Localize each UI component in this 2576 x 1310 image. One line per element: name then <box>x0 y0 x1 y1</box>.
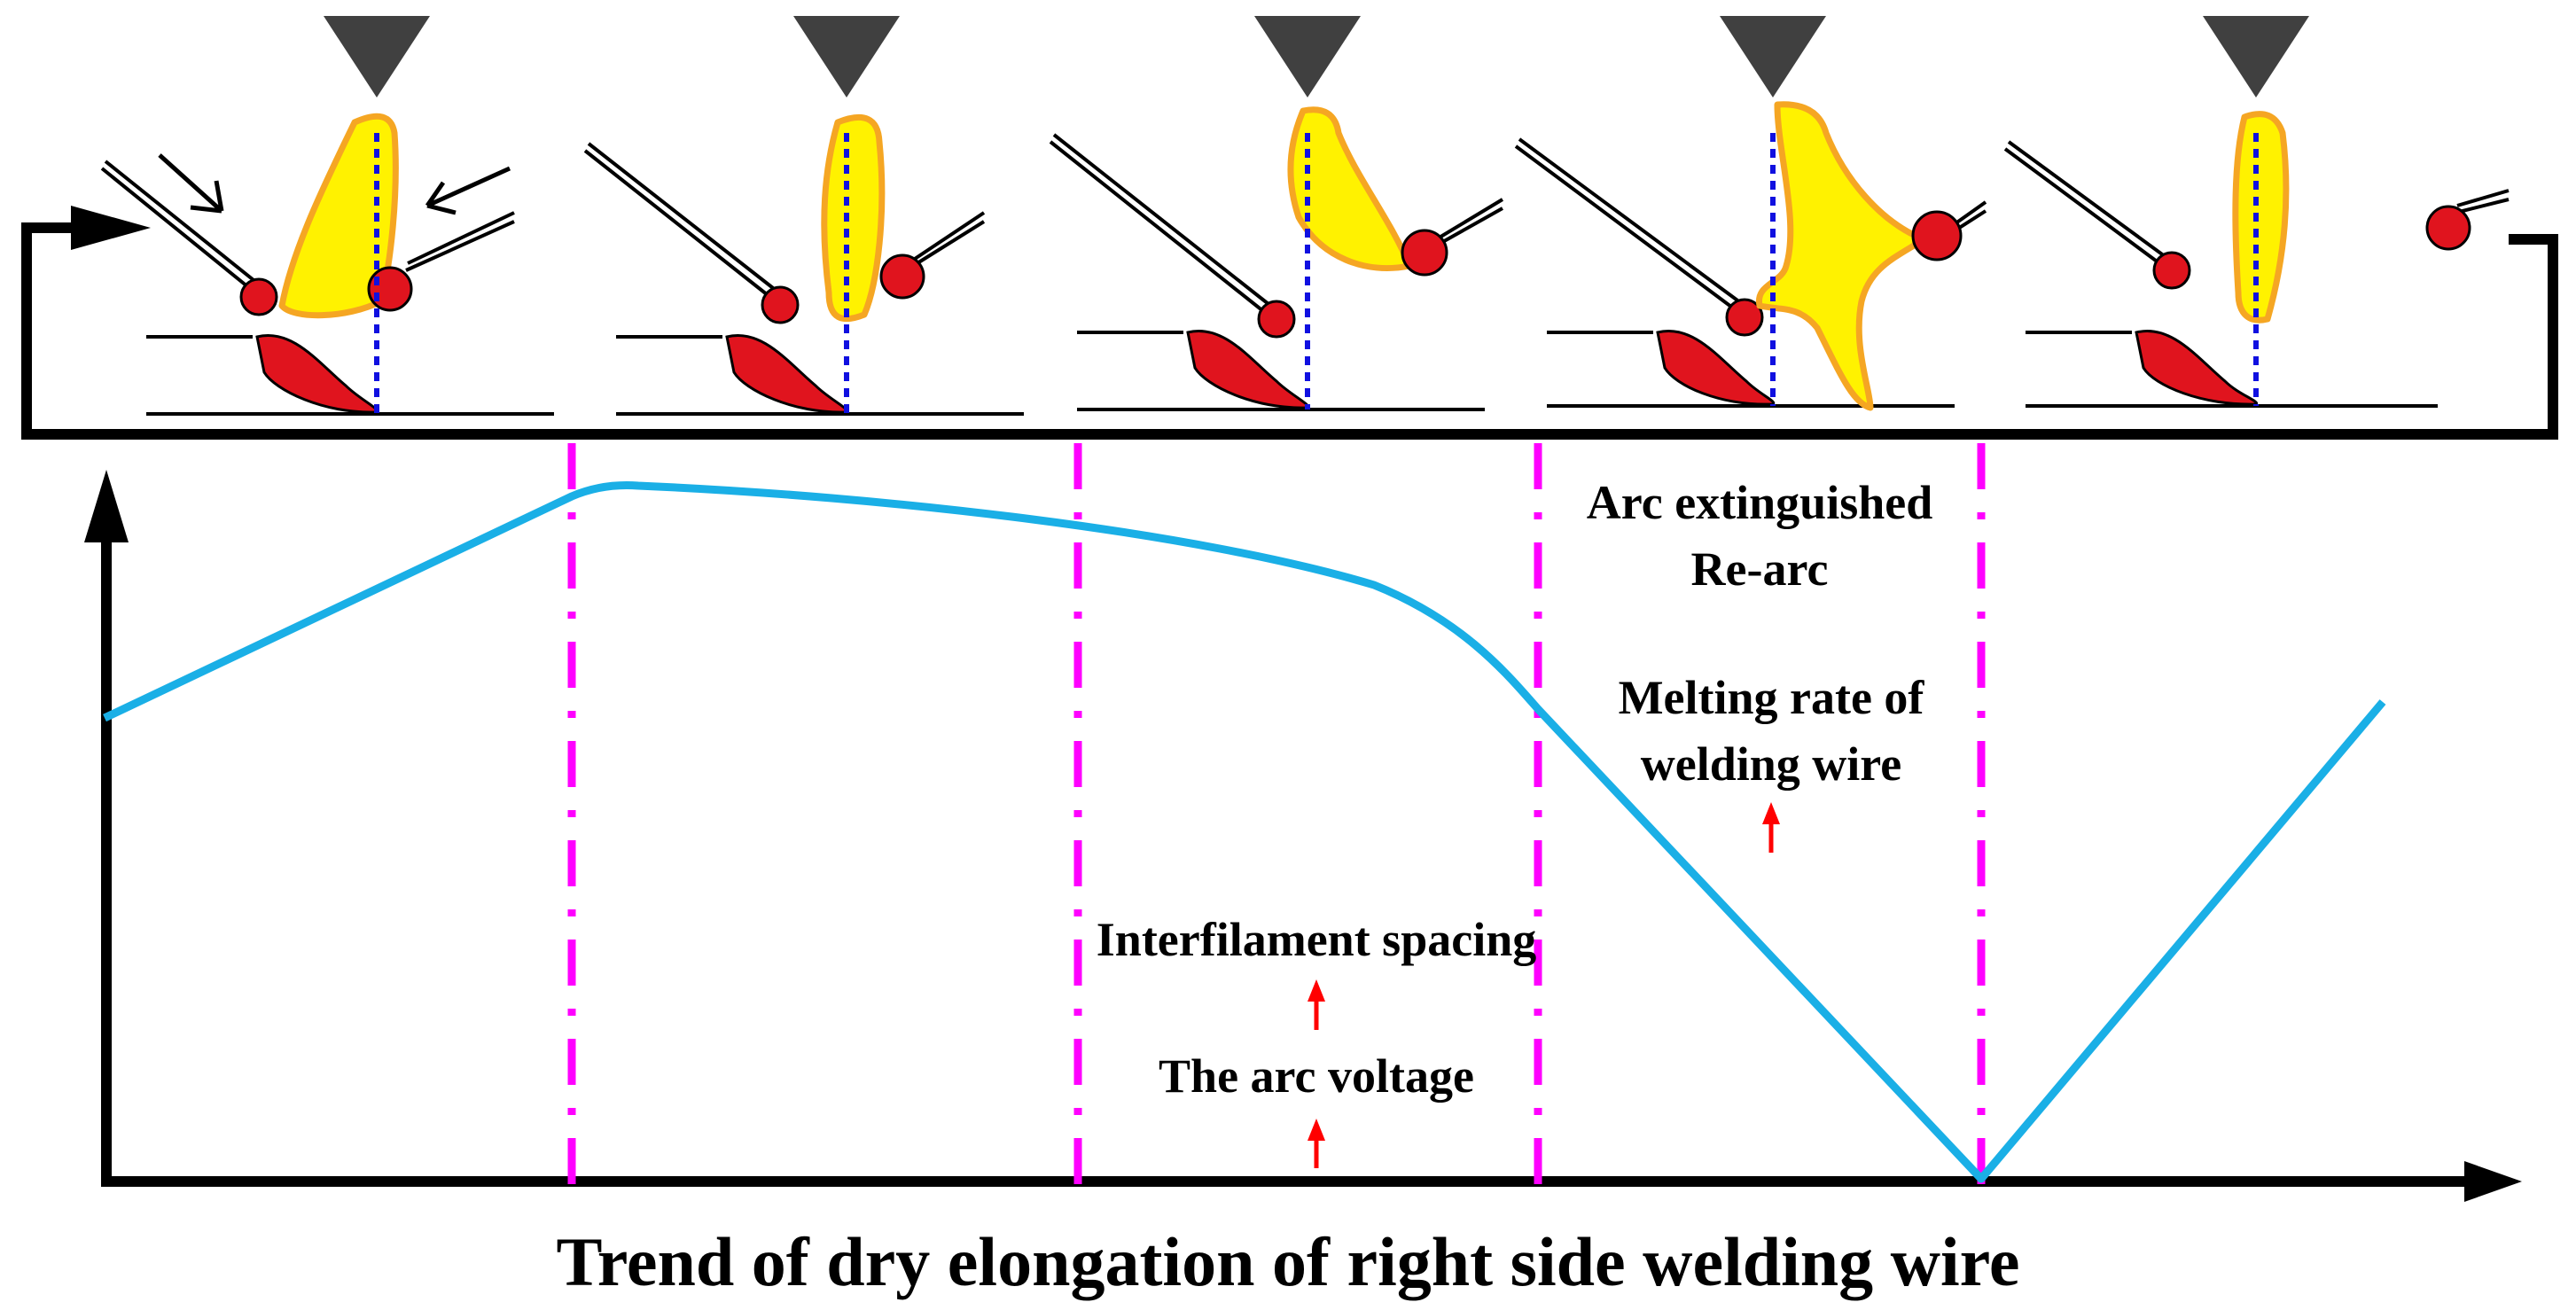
welding-wire-icon <box>1052 133 1275 309</box>
weld-pool-icon <box>1186 330 1310 409</box>
diagram-title: Trend of dry elongation of right side we… <box>556 1223 2019 1300</box>
re-arc-label: Re-arc <box>1691 542 1829 596</box>
welding-wire-icon <box>104 160 264 289</box>
welding-wire-icon <box>587 142 783 296</box>
welding-wire-icon <box>2455 198 2510 214</box>
weld-pool-icon <box>1656 330 1776 406</box>
welding-stages <box>100 16 2510 416</box>
feedback-frame <box>21 206 2558 440</box>
dry-elongation-trend-curve <box>103 481 2386 1183</box>
molten-droplet-icon <box>1725 298 1764 337</box>
annotations: Arc extinguished Re-arc Melting rate of … <box>1097 476 1933 1168</box>
welding-wire-icon <box>911 220 986 268</box>
arc-plume-icon <box>2232 111 2290 324</box>
weld-pool-icon <box>255 334 379 414</box>
welding-stage-4 <box>1514 16 1987 411</box>
welding-wire-icon <box>1514 144 1744 316</box>
molten-droplet-icon <box>239 277 278 316</box>
molten-droplet-icon <box>2425 205 2471 251</box>
weld-pool-icon <box>2135 330 2259 406</box>
torch-nozzle-icon <box>1720 16 1826 97</box>
left-approach-arrow-icon <box>158 153 224 214</box>
welding-wire-icon <box>407 211 515 265</box>
welding-stage-5 <box>2003 16 2510 408</box>
molten-droplet-icon <box>1911 210 1963 261</box>
arc-plume-icon <box>821 113 886 323</box>
molten-droplet-icon <box>367 266 413 312</box>
torch-nozzle-icon <box>2203 16 2309 97</box>
welding-wire-icon <box>100 167 259 296</box>
frame-loop-line <box>21 222 2558 440</box>
welding-stage-1 <box>100 16 554 416</box>
welding-wire-icon <box>913 211 986 261</box>
arc-plume-icon <box>1287 106 1413 272</box>
arc-voltage-up-arrow-icon <box>1308 1119 1325 1168</box>
interfilament-spacing-label: Interfilament spacing <box>1097 913 1536 966</box>
torch-nozzle-icon <box>1254 16 1361 97</box>
y-axis-arrow-icon <box>84 470 129 542</box>
melting-rate-up-arrow-icon <box>1762 802 1780 853</box>
welding-wire-icon <box>2007 140 2170 261</box>
right-approach-arrow-icon <box>425 166 511 215</box>
arc-plume-icon <box>278 113 399 319</box>
melting-rate-label-line2: welding wire <box>1641 737 1902 791</box>
approach-arrows <box>158 153 511 215</box>
welding-stage-3 <box>1049 16 1504 411</box>
welding-wire-icon <box>1518 137 1749 309</box>
welding-wire-icon <box>1049 140 1269 316</box>
molten-droplet-icon <box>2152 251 2191 290</box>
molten-droplet-icon <box>879 253 925 300</box>
molten-droplet-icon <box>1401 229 1448 277</box>
welding-wire-icon <box>2456 189 2510 207</box>
welding-wire-icon <box>405 220 515 272</box>
arc-extinguished-label: Arc extinguished <box>1587 476 1933 529</box>
weld-pool-icon <box>725 334 849 414</box>
melting-rate-label-line1: Melting rate of <box>1619 671 1925 724</box>
molten-droplet-icon <box>1257 300 1296 339</box>
welding-wire-icon <box>2003 147 2165 268</box>
x-axis-arrow-icon <box>2464 1161 2522 1202</box>
welding-wire-icon <box>1432 198 1504 243</box>
torch-nozzle-icon <box>793 16 900 97</box>
arc-voltage-label: The arc voltage <box>1159 1049 1474 1103</box>
arc-plume-icon <box>1756 101 1927 411</box>
welding-stage-2 <box>583 16 1024 416</box>
molten-droplet-icon <box>761 285 800 324</box>
interfilament-spacing-up-arrow-icon <box>1308 979 1325 1030</box>
stage-dividers <box>567 443 1986 1188</box>
torch-nozzle-icon <box>324 16 430 97</box>
frame-arrow-head-icon <box>71 206 151 250</box>
welding-wire-icon <box>583 149 777 303</box>
graph-axes <box>84 470 2522 1202</box>
